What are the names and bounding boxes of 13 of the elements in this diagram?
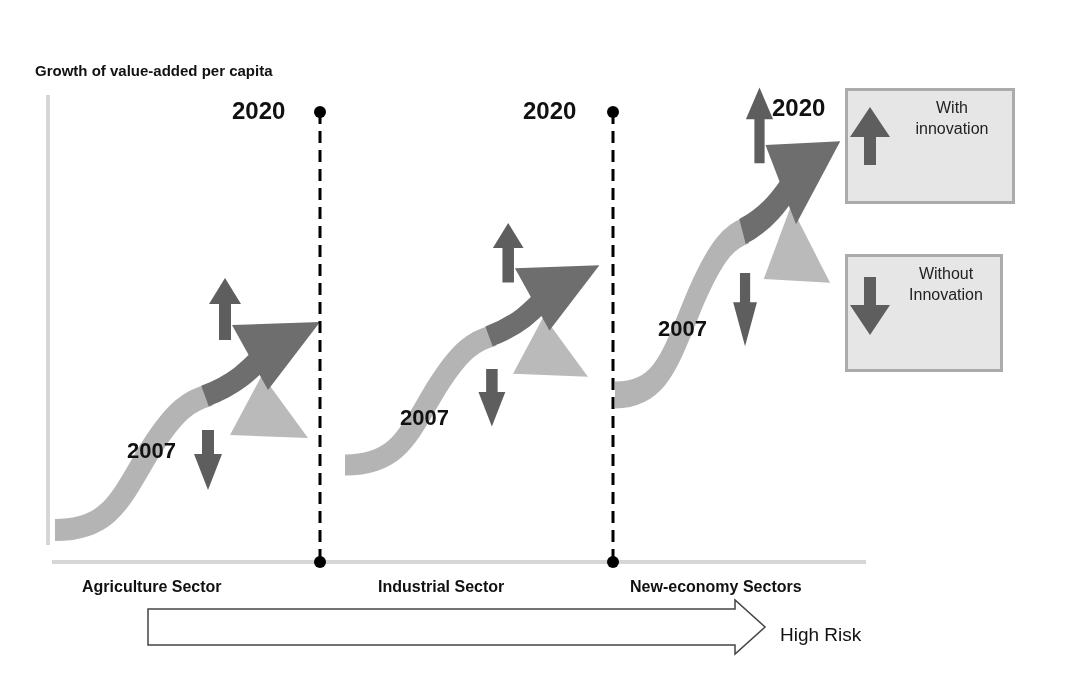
arrow-label: High Risk <box>780 624 862 646</box>
year-label: 2020 <box>772 94 826 122</box>
legend-text: With innovation <box>914 98 990 139</box>
year-label: 2020 <box>232 97 286 125</box>
legend-text: Without Innovation <box>908 264 984 305</box>
year-label: 2020 <box>523 97 577 125</box>
year-label: 2007 <box>127 438 176 464</box>
year-label: 2007 <box>400 405 449 431</box>
year-label: 2007 <box>658 316 707 342</box>
sector-label: Industrial Sector <box>378 578 505 596</box>
axis-title: Growth of value-added per capita <box>35 62 273 79</box>
sector-label: New-economy Sectors <box>630 578 802 596</box>
sector-label: Agriculture Sector <box>82 578 222 596</box>
